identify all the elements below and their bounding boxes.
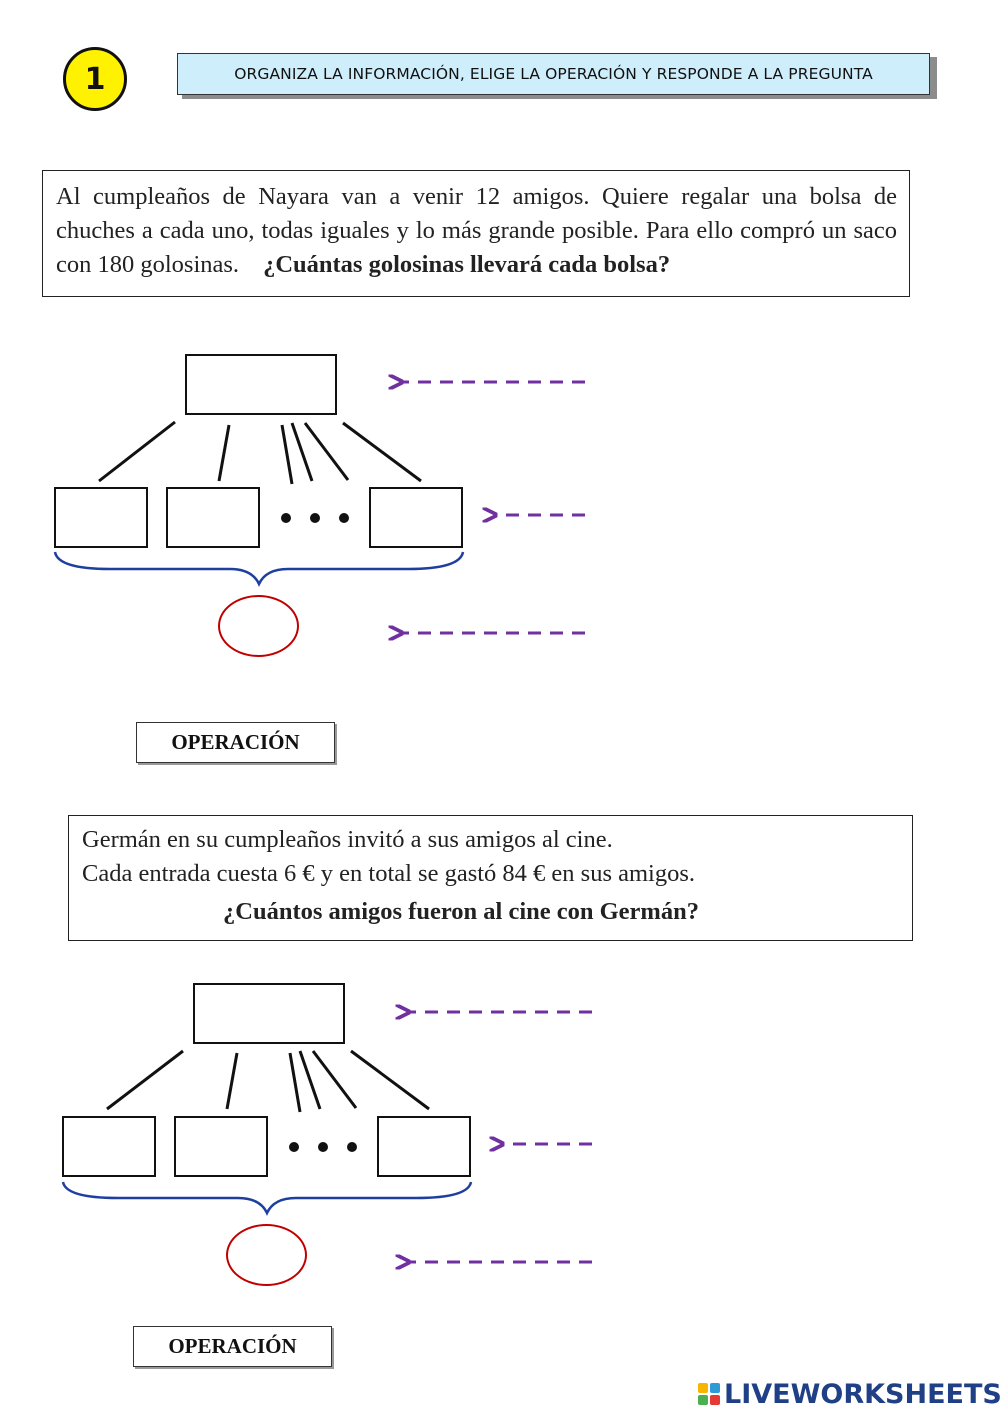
tree-2-part-box-1[interactable] bbox=[62, 1116, 156, 1177]
arrows-2 bbox=[409, 1012, 592, 1262]
operation-2-label: OPERACIÓN bbox=[133, 1326, 332, 1367]
brace-1 bbox=[53, 551, 465, 587]
tree-2-part-box-2[interactable] bbox=[174, 1116, 268, 1177]
tree-1-part-box-1[interactable] bbox=[54, 487, 148, 548]
problem-2-line-1: Germán en su cumpleaños invitó a sus ami… bbox=[82, 826, 613, 853]
arrows-1 bbox=[402, 382, 585, 633]
tree-1-count-ellipse[interactable] bbox=[218, 595, 299, 657]
liveworksheets-logo-text: LIVEWORKSHEETS bbox=[724, 1378, 1000, 1410]
problem-2-statement: Germán en su cumpleaños invitó a sus ami… bbox=[68, 815, 913, 941]
liveworksheets-logo: LIVEWORKSHEETS bbox=[698, 1378, 1000, 1410]
operation-2-text: OPERACIÓN bbox=[168, 1334, 297, 1358]
liveworksheets-logo-icon bbox=[698, 1383, 720, 1405]
tree-1-dots bbox=[281, 513, 349, 523]
instruction-text: ORGANIZA LA INFORMACIÓN, ELIGE LA OPERAC… bbox=[234, 65, 873, 83]
instruction-banner: ORGANIZA LA INFORMACIÓN, ELIGE LA OPERAC… bbox=[177, 53, 930, 95]
tree-2-dots bbox=[289, 1142, 357, 1152]
brace-2 bbox=[61, 1181, 473, 1216]
problem-2-question: ¿Cuántos amigos fueron al cine con Germá… bbox=[223, 898, 699, 925]
operation-1-label: OPERACIÓN bbox=[136, 722, 335, 763]
problem-1-text: Al cumpleaños de Nayara van a venir 12 a… bbox=[56, 183, 897, 278]
problem-number: 1 bbox=[84, 61, 106, 97]
tree-2-total-box[interactable] bbox=[193, 983, 345, 1044]
tree-1-part-box-last[interactable] bbox=[369, 487, 463, 548]
tree-2-branches bbox=[106, 1049, 430, 1113]
tree-2-part-box-last[interactable] bbox=[377, 1116, 471, 1177]
problem-1-statement: Al cumpleaños de Nayara van a venir 12 a… bbox=[42, 170, 910, 297]
tree-1-total-box[interactable] bbox=[185, 354, 337, 415]
problem-number-badge: 1 bbox=[63, 47, 127, 111]
operation-1-text: OPERACIÓN bbox=[171, 730, 300, 754]
tree-1-branches bbox=[98, 420, 422, 485]
problem-2-line-2: Cada entrada cuesta 6 € y en total se ga… bbox=[82, 860, 696, 887]
tree-2-count-ellipse[interactable] bbox=[226, 1224, 307, 1286]
problem-1-question: ¿Cuántas golosinas llevará cada bolsa? bbox=[263, 251, 671, 278]
tree-1-part-box-2[interactable] bbox=[166, 487, 260, 548]
